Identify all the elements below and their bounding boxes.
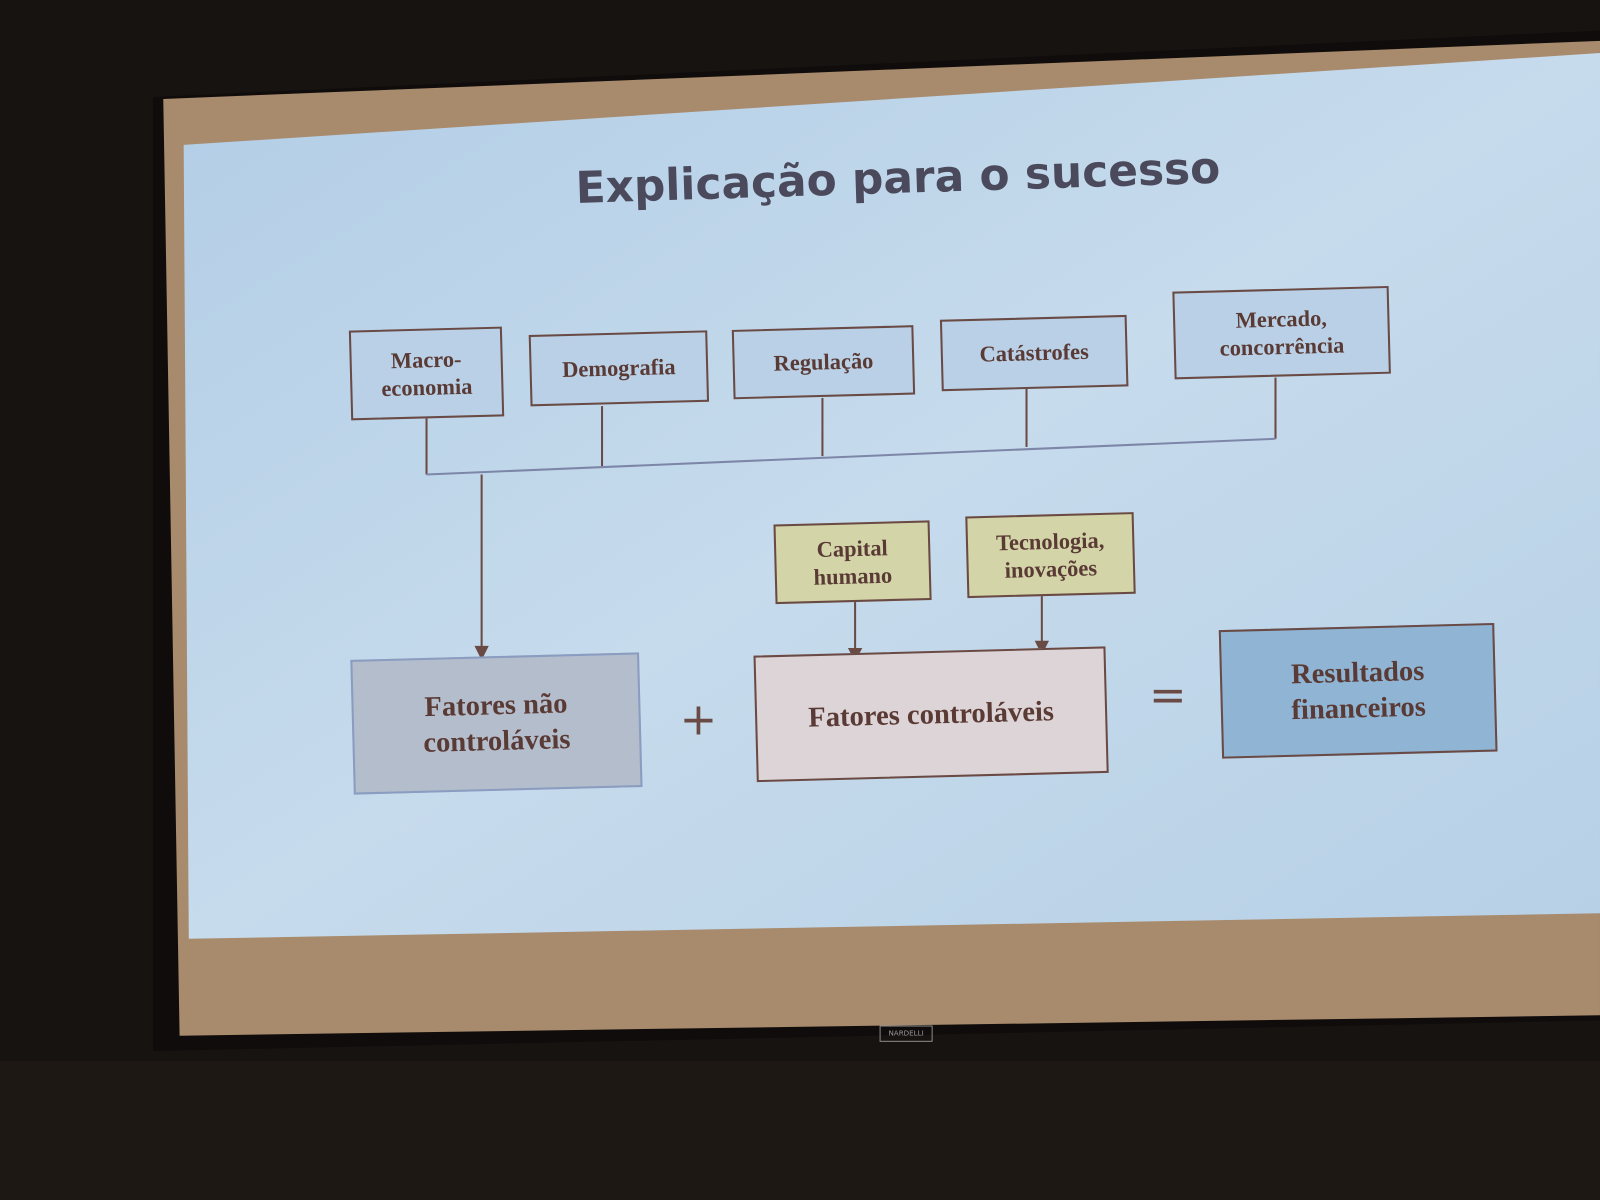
connector-lines: [425, 377, 1277, 654]
equals-operator: =: [1148, 669, 1187, 722]
box-tecnologia-inovacoes: Tecnologia, inovações: [965, 512, 1136, 599]
box-resultados-financeiros: Resultados financeiros: [1218, 622, 1498, 759]
box-fatores-nao-controlaveis: Fatores não controláveis: [350, 652, 643, 795]
box-mercado-concorrencia: Mercado, concorrência: [1172, 285, 1391, 380]
box-regulacao: Regulação: [731, 325, 916, 400]
box-capital-humano: Capital humano: [773, 520, 932, 605]
box-catastrofes: Catástrofes: [939, 314, 1129, 392]
box-demografia: Demografia: [528, 330, 710, 407]
screen-brand-logo: NARDELLI: [879, 1025, 933, 1042]
box-fatores-controlaveis: Fatores controláveis: [753, 646, 1109, 783]
box-macroeconomia: Macro- economia: [348, 326, 505, 421]
wall: [0, 1061, 1600, 1200]
plus-operator: +: [679, 693, 718, 746]
